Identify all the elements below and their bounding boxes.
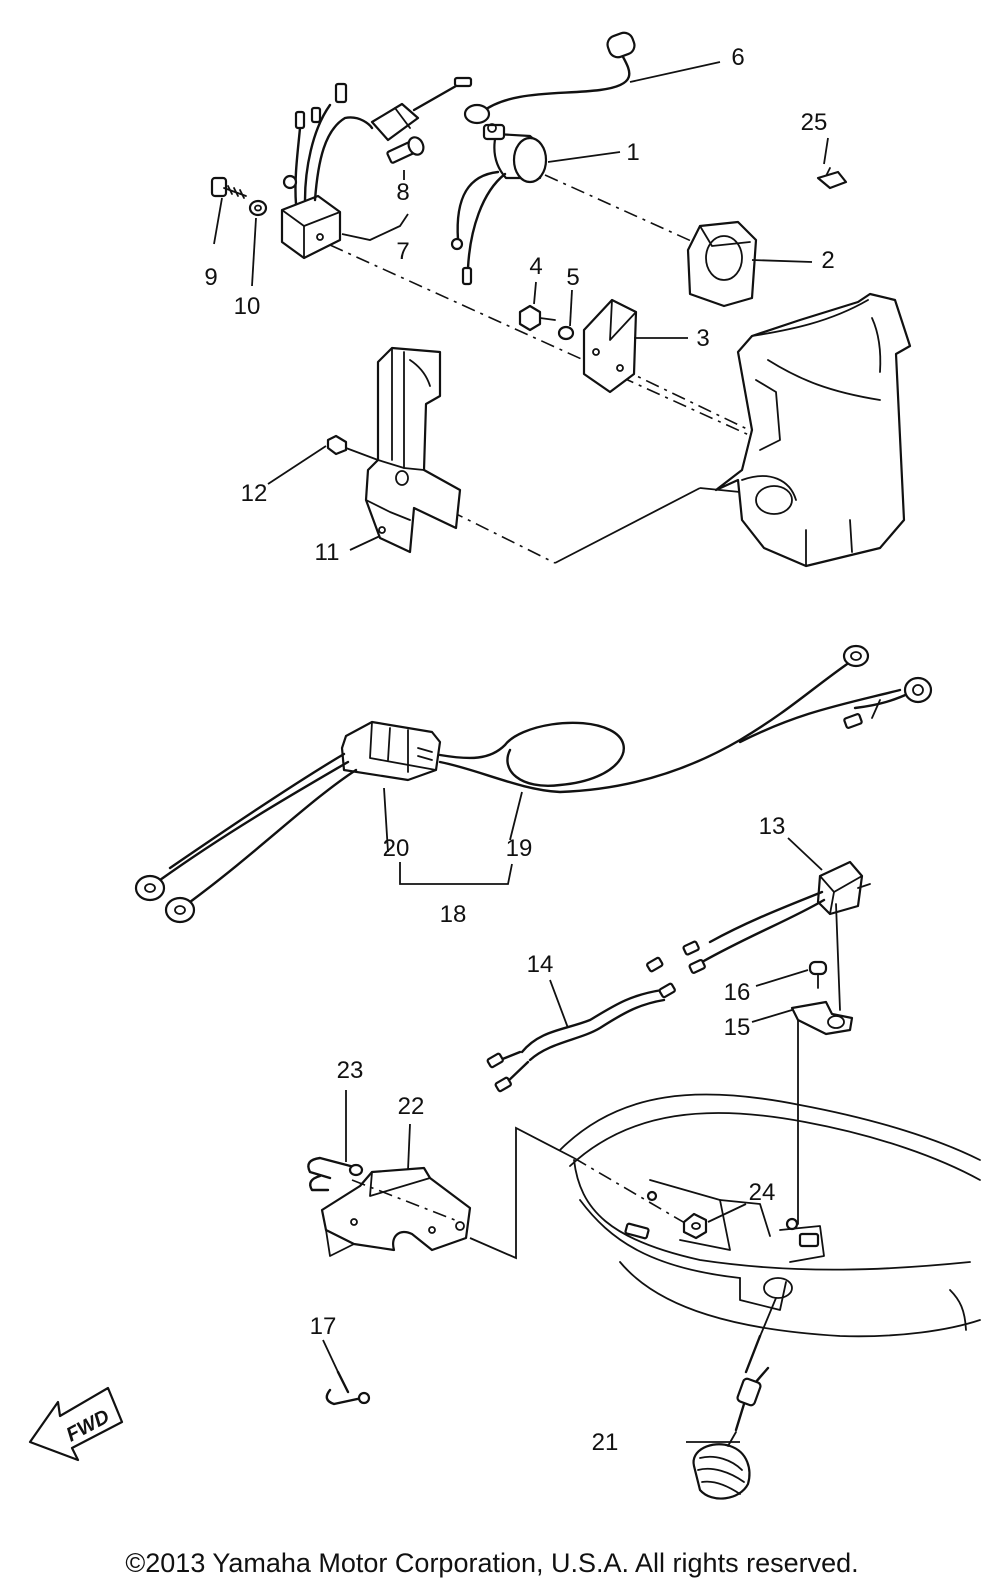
assembly-lines-lower (469, 1126, 691, 1260)
copyright-notice: ©2013 Yamaha Motor Corporation, U.S.A. A… (125, 1548, 858, 1578)
callout-23: 23 (337, 1057, 364, 1084)
callout-17: 17 (310, 1313, 337, 1340)
part-25-clamp (816, 167, 848, 190)
part-11-bracket (364, 346, 462, 554)
callout-9: 9 (204, 264, 217, 291)
fwd-arrow: FWD (28, 1386, 124, 1462)
callout-12: 12 (241, 480, 268, 507)
part-5-washer (557, 325, 575, 341)
callout-16: 16 (724, 979, 751, 1006)
callout-7: 7 (396, 238, 409, 265)
part-14-lead (486, 956, 676, 1093)
lower-cowling (559, 1093, 981, 1338)
callout-3: 3 (696, 325, 709, 352)
callout-2: 2 (821, 247, 834, 274)
callout-11: 11 (315, 539, 340, 566)
part-13-switch (682, 860, 871, 1011)
part-6-lead-wire (463, 31, 636, 125)
part-22-bracket (320, 1166, 472, 1257)
part-4-bolt (518, 304, 556, 332)
part-15-plate (790, 1000, 854, 1225)
callout-25: 25 (801, 109, 828, 136)
callout-8: 8 (396, 179, 409, 206)
part-7-regulator (280, 82, 374, 260)
sensor-plug (370, 76, 473, 142)
part-8-bolt (386, 136, 425, 164)
part-17-clip (325, 1370, 371, 1406)
part-16-screw (808, 960, 828, 989)
callout-24: 24 (749, 1179, 776, 1206)
part-12-screw (326, 434, 348, 456)
callout-14: 14 (527, 951, 554, 978)
part-3-bracket (582, 298, 638, 394)
part-1-relay (450, 123, 548, 286)
callout-18: 18 (440, 901, 467, 928)
callout-21: 21 (592, 1429, 619, 1456)
callout-19: 19 (506, 835, 533, 862)
callout-22: 22 (398, 1093, 425, 1120)
callout-13: 13 (759, 813, 786, 840)
part-18-harness (134, 644, 933, 924)
callout-10: 10 (234, 293, 261, 320)
callout-labels: 1 2 3 4 5 6 7 8 9 10 11 12 13 14 15 16 1… (204, 44, 834, 1456)
part-9-bolt (210, 176, 247, 199)
part-2-cover (686, 220, 758, 308)
part-21-grommet (692, 1297, 777, 1500)
callout-20: 20 (383, 835, 410, 862)
engine-bracket (714, 292, 912, 568)
callout-6: 6 (731, 44, 744, 71)
callout-15: 15 (724, 1014, 751, 1041)
part-23-clip (307, 1156, 364, 1192)
callout-5: 5 (566, 264, 579, 291)
callout-4: 4 (529, 253, 542, 280)
part-10-washer (248, 199, 268, 217)
leader-lines (213, 61, 829, 1443)
callout-1: 1 (626, 139, 639, 166)
part-24-grommet (682, 1212, 708, 1240)
